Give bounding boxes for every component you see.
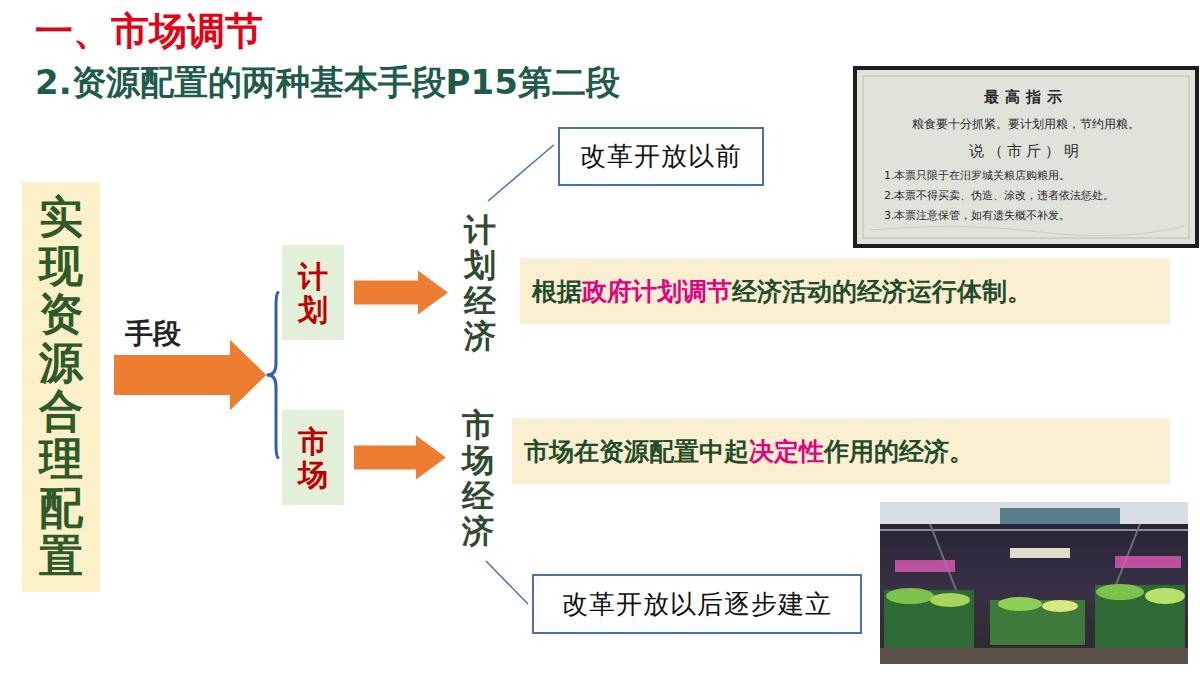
definition-band: 根据政府计划调节经济活动的经济运行体制。 <box>520 258 1170 324</box>
vertical-text: 市场经济 <box>462 408 494 549</box>
coupon-heading: 说（市斤）明 <box>865 142 1187 161</box>
means-box: 市场 <box>282 410 344 505</box>
coupon-rule: 2.本票不得买卖、伪造、涂改，违者依法惩处。 <box>884 188 1115 203</box>
vertical-text: 实现资源合理配置 <box>39 193 83 580</box>
economy-type: 计划经济 <box>456 205 504 362</box>
period-box: 改革开放以后逐步建立 <box>532 574 862 634</box>
slide-title: 一、市场调节 <box>35 6 263 57</box>
market-photo <box>880 502 1188 664</box>
highlight: 决定性 <box>749 437 824 466</box>
node-text: 改革开放以后逐步建立 <box>562 587 832 622</box>
coupon-motto: 粮食要十分抓紧。要计划用粮，节约用粮。 <box>865 116 1187 133</box>
connector <box>114 340 278 458</box>
economy-type: 市场经济 <box>454 400 502 557</box>
definition-band: 市场在资源配置中起决定性作用的经济。 <box>512 418 1170 484</box>
node-text: 市场在资源配置中起决定性作用的经济。 <box>524 435 974 468</box>
ration-coupon <box>855 68 1197 246</box>
connector <box>354 436 446 480</box>
vertical-text: 计划 <box>298 260 328 326</box>
means-box: 计划 <box>282 245 344 340</box>
connector <box>354 271 448 315</box>
connector <box>486 561 528 604</box>
highlight: 政府计划调节 <box>582 277 732 306</box>
connector <box>114 293 278 411</box>
period-box: 改革开放以前 <box>558 127 764 186</box>
coupon-rule: 1.本票只限于在汨罗城关粮店购粮用。 <box>884 168 1071 183</box>
arrow-label: 手段 <box>125 315 181 353</box>
vertical-text: 市场 <box>298 425 328 491</box>
coupon-heading: 最高指示 <box>865 88 1187 107</box>
coupon-rule: 3.本票注意保管，如有遗失概不补发。 <box>884 208 1071 223</box>
subtitle: 2.资源配置的两种基本手段P15第二段 <box>35 60 620 106</box>
connector <box>488 145 554 201</box>
node-text: 根据政府计划调节经济活动的经济运行体制。 <box>532 275 1032 308</box>
node-text: 改革开放以前 <box>580 139 742 174</box>
goal-box: 实现资源合理配置 <box>22 182 100 592</box>
vertical-text: 计划经济 <box>464 213 496 354</box>
